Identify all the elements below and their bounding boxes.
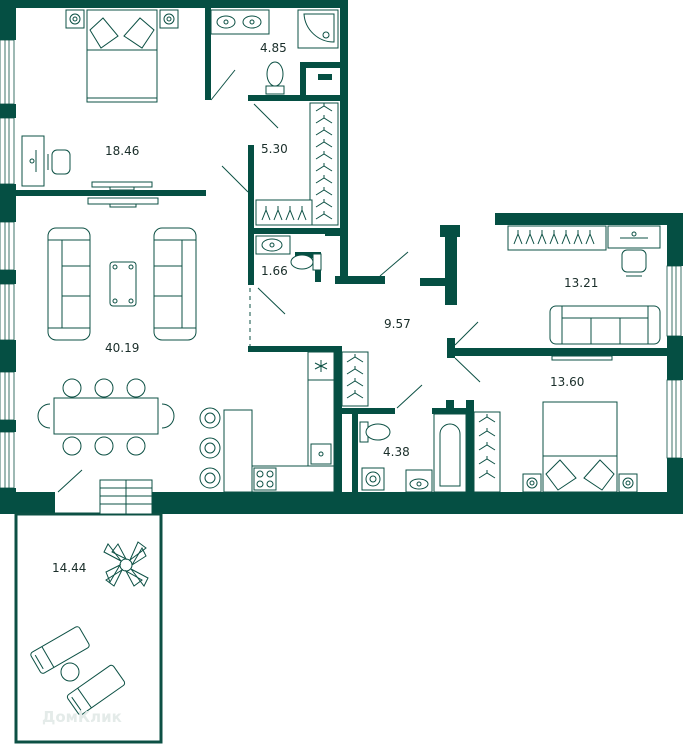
toilet-icon — [359, 421, 391, 443]
kitchen-counter — [223, 379, 335, 493]
area-bedroom-3: 13.60 — [550, 375, 584, 389]
balcony-door — [99, 479, 153, 515]
desk-icon — [21, 135, 45, 187]
chair-icon — [47, 149, 71, 175]
tv-icon — [91, 181, 153, 191]
fridge-icon — [307, 351, 335, 381]
wardrobe-icon — [473, 411, 501, 493]
sofa-icon — [47, 227, 91, 341]
area-hall: 9.57 — [384, 317, 411, 331]
bathroom-2: 4.38 — [359, 413, 467, 493]
nightstand-icon — [65, 9, 179, 29]
coffee-table-icon — [109, 261, 137, 307]
balcony: 14.44 ДомКлик — [14, 479, 163, 744]
bedroom-3: 13.60 — [473, 355, 638, 493]
wardrobe-icon — [341, 351, 369, 407]
area-bathroom-1: 4.85 — [260, 41, 287, 55]
wc: 1.66 — [255, 235, 322, 278]
dining-table-icon — [37, 378, 175, 456]
watermark: ДомКлик — [42, 708, 122, 726]
chair-icon — [621, 249, 647, 277]
tv-icon — [87, 197, 159, 208]
area-bathroom-2: 4.38 — [383, 445, 410, 459]
sun-lounger-icon — [30, 626, 126, 716]
toilet-icon — [265, 61, 285, 95]
hanger-icon — [261, 103, 333, 221]
bathroom-1: 4.85 — [210, 9, 339, 95]
area-bedroom-2: 13.21 — [564, 276, 598, 290]
bedroom-2: 13.21 — [507, 225, 661, 345]
living-kitchen: 40.19 — [37, 197, 335, 493]
armchair-icon — [153, 227, 197, 341]
sink-icon — [210, 9, 270, 35]
desk-icon — [607, 225, 661, 249]
plant-icon — [103, 541, 149, 587]
area-bedroom-1: 18.46 — [105, 144, 139, 158]
sofa-icon — [549, 305, 661, 345]
tv-icon — [551, 355, 613, 361]
wardrobe: 5.30 — [255, 102, 339, 226]
sink-icon — [310, 443, 332, 465]
wardrobe-icon — [255, 102, 339, 226]
chair-icon — [199, 407, 221, 489]
bed-icon — [86, 9, 158, 103]
hall: 9.57 — [341, 317, 411, 407]
area-wc: 1.66 — [261, 264, 288, 278]
walls — [0, 0, 683, 514]
wardrobe-icon — [507, 225, 607, 251]
bed-icon — [542, 401, 618, 493]
toilet-icon — [290, 253, 322, 271]
bedroom-1: 18.46 — [21, 9, 179, 191]
sink-icon — [255, 235, 291, 255]
stove-icon — [253, 467, 277, 491]
sink-icon — [405, 469, 433, 493]
area-balcony: 14.44 — [52, 561, 86, 575]
nightstand-icon — [522, 473, 638, 493]
area-living-kitchen: 40.19 — [105, 341, 139, 355]
bathtub-icon — [433, 413, 467, 493]
washing-machine-icon — [361, 467, 385, 491]
area-wardrobe: 5.30 — [261, 142, 288, 156]
doors — [57, 69, 481, 493]
shower-icon — [297, 9, 339, 49]
